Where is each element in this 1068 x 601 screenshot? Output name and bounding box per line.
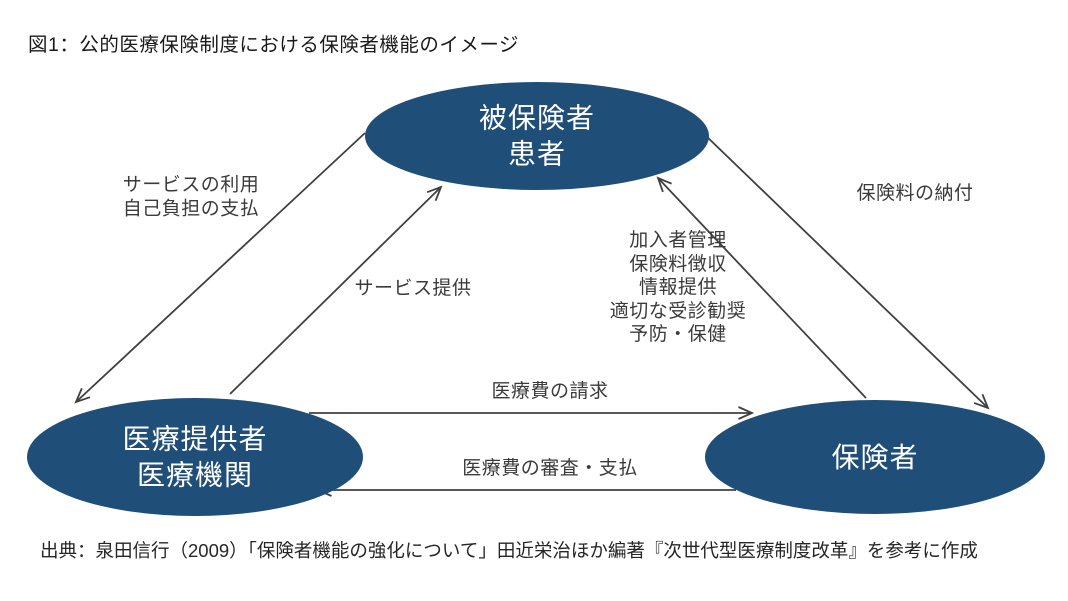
node-insured-ellipse: [365, 82, 709, 190]
edge-label-premium-payment: 保険料の納付: [856, 183, 974, 205]
edge-label-service-provision: サービス提供: [354, 278, 472, 300]
figure-source-citation: 出典：泉田信行（2009）「保険者機能の強化について」田近栄治ほか編著『次世代型…: [40, 540, 978, 561]
node-insurer-label: 保険者: [831, 442, 919, 474]
edge-label-service-use: サービスの利用 自己負担の支払: [122, 174, 260, 219]
node-insurer-ellipse: [705, 400, 1045, 514]
arrow-service-use: [74, 132, 366, 404]
node-provider-label: 医療提供者 医療機関: [122, 423, 268, 490]
edge-label-insurer-functions: 加入者管理 保険料徴収 情報提供 適切な受診勧奨 予防・保健: [609, 230, 747, 346]
node-insured-label: 被保険者 患者: [478, 102, 596, 169]
arrow-service-provision: [229, 185, 443, 395]
edge-label-billing: 医療費の請求: [491, 381, 609, 403]
arrow-insurer-functions: [656, 176, 867, 399]
edge-label-review-payment: 医療費の審査・支払: [462, 458, 638, 480]
arrow-premium-payment: [702, 132, 990, 410]
node-provider-ellipse: [27, 398, 363, 516]
figure-title: 図1：公的医療保険制度における保険者機能のイメージ: [28, 34, 519, 56]
